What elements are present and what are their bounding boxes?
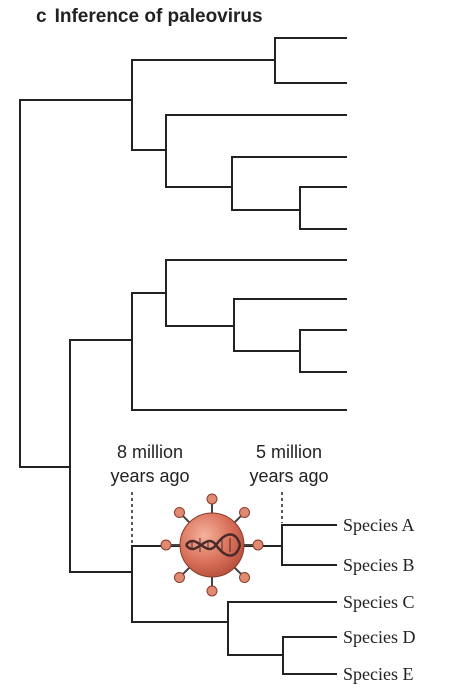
panel-letter: c xyxy=(36,6,47,27)
virus-spike-knob xyxy=(240,507,250,517)
upper-clade-branches xyxy=(132,38,346,229)
root-branch xyxy=(20,100,132,467)
species-label-b: Species B xyxy=(343,555,415,575)
virus-spike-knob xyxy=(174,573,184,583)
time-marker-5-million: 5 million years ago xyxy=(219,440,359,488)
virus-spike-knob xyxy=(207,494,217,504)
species-label-d: Species D xyxy=(343,627,415,647)
species-label-e: Species E xyxy=(343,664,413,684)
time-marker-line2: years ago xyxy=(80,464,220,488)
virus-spike-knob xyxy=(253,540,263,550)
time-marker-line2: years ago xyxy=(219,464,359,488)
time-marker-line1: 8 million xyxy=(80,440,220,464)
time-marker-8-million: 8 million years ago xyxy=(80,440,220,488)
virus-spike-knob xyxy=(240,573,250,583)
time-marker-line1: 5 million xyxy=(219,440,359,464)
panel-title-text: Inference of paleovirus xyxy=(55,6,263,27)
virus-spike-knob xyxy=(161,540,171,550)
panel-title: c Inference of paleovirus xyxy=(36,6,263,28)
species-label-a: Species A xyxy=(343,515,415,535)
species-label-c: Species C xyxy=(343,592,415,612)
virus-spike-knob xyxy=(174,507,184,517)
virus-icon xyxy=(161,494,263,596)
virus-spike-knob xyxy=(207,586,217,596)
